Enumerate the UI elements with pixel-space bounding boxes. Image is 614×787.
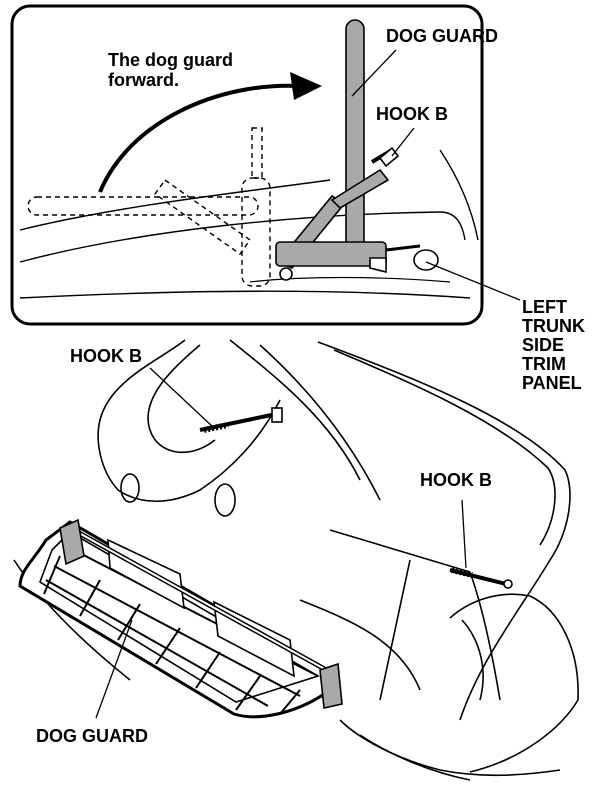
inset-note-line-2: forward. bbox=[108, 70, 180, 90]
left-pillar-hole bbox=[120, 473, 140, 503]
trunk-floor bbox=[299, 529, 471, 701]
inset-hook-b-label: HOOK B bbox=[376, 104, 448, 124]
inset-dog-guard-label: DOG GUARD bbox=[386, 26, 498, 46]
inset-leaders bbox=[351, 49, 521, 301]
side-panel-label-line-3: SIDE bbox=[522, 335, 565, 355]
dog-guard-folded-position bbox=[27, 127, 271, 287]
trunk-opening-inner bbox=[333, 349, 556, 546]
grid-bracket-left bbox=[59, 518, 85, 566]
right-quarter bbox=[449, 593, 579, 773]
hook-b-right bbox=[449, 567, 513, 589]
main-leaders bbox=[95, 367, 467, 719]
main-dog-guard-label: DOG GUARD bbox=[36, 726, 148, 746]
dog-guard-grid bbox=[18, 518, 343, 719]
main-hook-b-right-label: HOOK B bbox=[420, 470, 492, 490]
trunk-right-wall bbox=[469, 571, 501, 701]
inset-frame bbox=[10, 4, 484, 326]
side-panel-label-line-4: TRIM bbox=[522, 354, 566, 374]
inset-dog-guard bbox=[275, 19, 439, 281]
rotation-arrow bbox=[98, 83, 301, 193]
rear-shelf bbox=[229, 339, 381, 501]
left-pillar bbox=[97, 339, 281, 503]
side-panel-label-line-5: PANEL bbox=[522, 373, 582, 393]
bottom-sill-2 bbox=[359, 734, 471, 781]
rotation-arrowhead bbox=[290, 72, 322, 100]
inset-note-line-1: The dog guard bbox=[108, 50, 233, 70]
trunk-opening bbox=[317, 341, 571, 721]
main-hook-b-left-label: HOOK B bbox=[70, 346, 142, 366]
grid-bracket-right bbox=[319, 662, 343, 709]
right-quarter-inner bbox=[461, 619, 484, 701]
left-pillar-inner bbox=[147, 344, 216, 454]
bottom-sill bbox=[339, 719, 561, 777]
inset-trunk-floor bbox=[249, 276, 451, 283]
left-pillar-hole-2 bbox=[214, 483, 236, 517]
side-panel-label-line-2: TRUNK bbox=[522, 316, 585, 336]
side-panel-label-line-1: LEFT bbox=[522, 297, 567, 317]
left-trunk-side-trim-panel-label: LEFT TRUNK SIDE TRIM PANEL bbox=[522, 298, 585, 393]
trunk-view bbox=[13, 339, 579, 781]
inset-view bbox=[10, 4, 521, 326]
inset-note: The dog guard forward. bbox=[108, 50, 233, 90]
